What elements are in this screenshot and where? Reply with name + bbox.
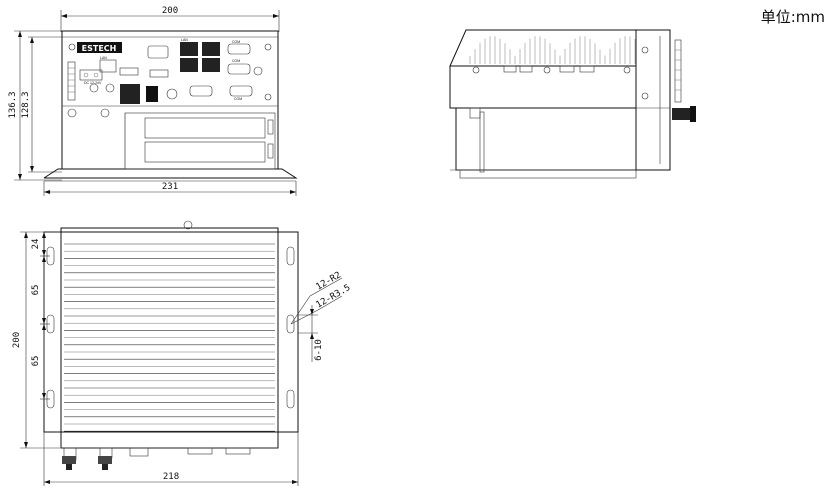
port-label-lan-2: LAN [181,38,188,42]
note-slot: 6-10 [314,339,324,361]
dim-top-depth: 200 [12,332,22,348]
dim-front-depth: 231 [162,182,178,192]
dim-front-height-total: 136.3 [8,91,18,118]
port-label-com1: COM [232,40,240,44]
top-view: 200 24 65 65 12-R2 12-R3.5 6-10 218 [12,220,352,486]
port-label-dc: DC 12-24V [84,81,102,85]
port-label-com3: COM [234,97,242,101]
dim-top-seg-mid1: 65 [31,285,41,296]
port-label-lan: LAN [100,56,107,60]
side-view [449,29,696,179]
dim-top-width: 218 [163,472,179,482]
front-view: 200 136.3 128.3 ESTECH [8,6,298,196]
dim-top-seg-mid2: 65 [31,356,41,367]
dim-top-seg-top: 24 [31,239,41,250]
brand-logo: ESTECH [82,44,117,53]
unit-label: 单位:mm [760,8,825,26]
port-label-com2: COM [232,59,240,63]
dim-front-width: 200 [162,6,178,16]
dim-front-height-body: 128.3 [21,91,31,118]
